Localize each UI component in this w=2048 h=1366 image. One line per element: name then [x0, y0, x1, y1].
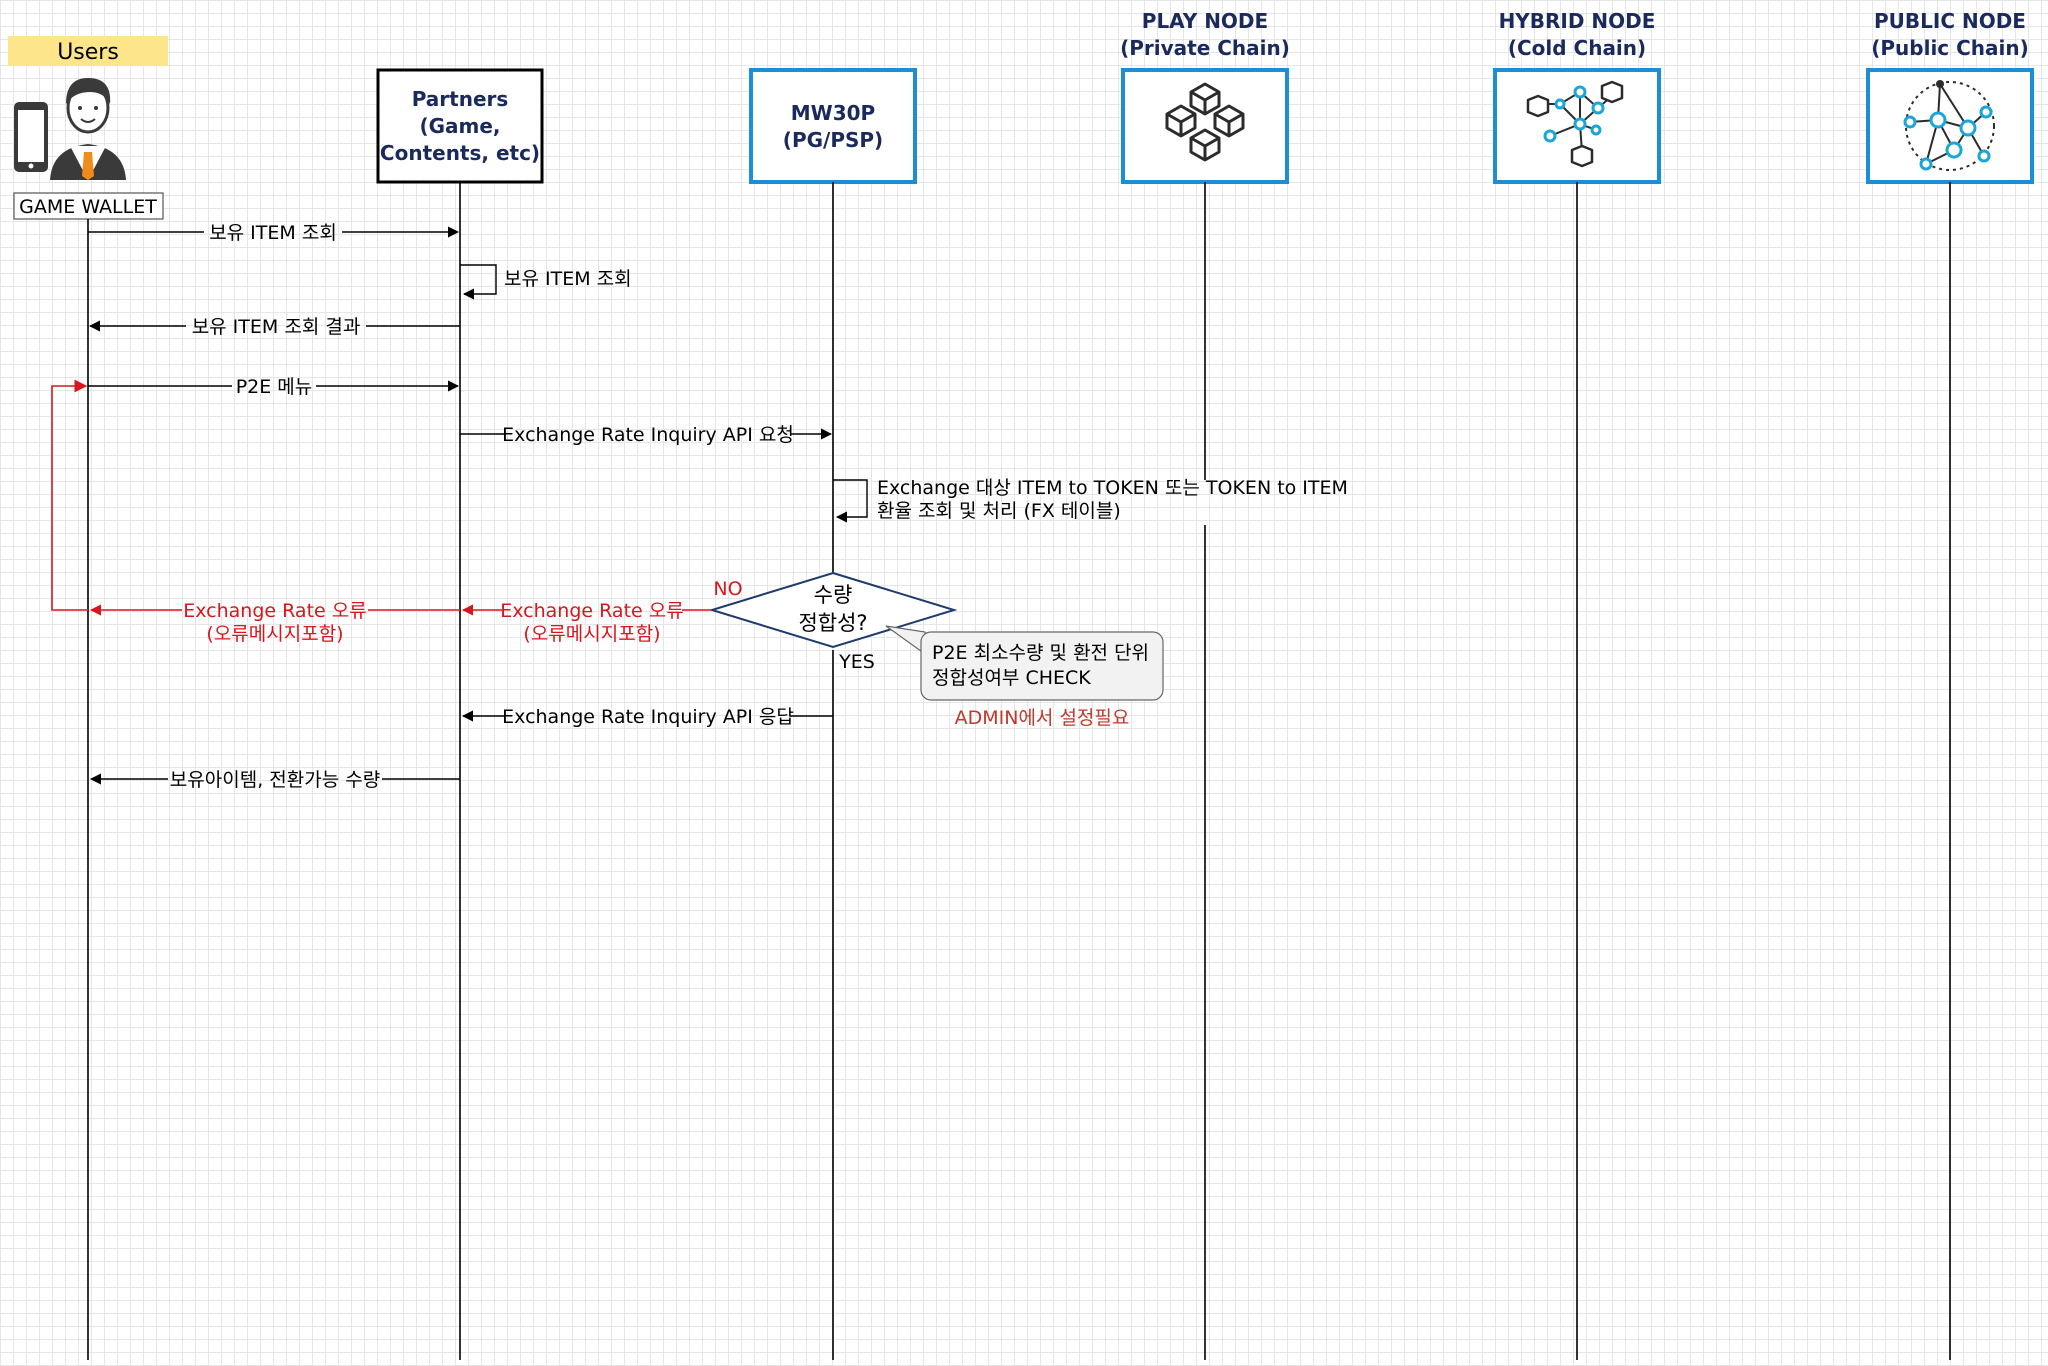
partners-participant: Partners (Game, Contents, etc) — [376, 68, 544, 184]
decision-label-line: 정합성? — [798, 611, 867, 635]
message-m2: 보유 ITEM 조회 — [460, 264, 632, 300]
play-node-heading: PLAY NODE — [1142, 9, 1268, 33]
message-label: 보유 ITEM 조회 결과 — [192, 316, 361, 338]
public-node-heading: PUBLIC NODE — [1874, 9, 2026, 33]
message-label: P2E 메뉴 — [236, 376, 313, 398]
message-label: 보유 ITEM 조회 — [504, 268, 632, 290]
mw30p-title-line: MW30P — [791, 101, 875, 125]
message-label: 보유아이템, 전환가능 수량 — [170, 769, 380, 791]
message-label: Exchange Rate Inquiry API 응답 — [502, 706, 794, 728]
game-wallet-box — [13, 192, 164, 220]
message-label: Exchange 대상 ITEM to TOKEN 또는 TOKEN to IT… — [877, 477, 1348, 499]
game-wallet-label: GAME WALLET — [19, 196, 157, 218]
callout-text-line: P2E 최소수량 및 환전 단위 — [932, 642, 1149, 664]
public-network-icon — [1903, 80, 1995, 171]
message-label: (오류메시지포함) — [206, 623, 343, 645]
businessman-avatar-icon — [50, 78, 126, 180]
hybrid-node-heading: HYBRID NODE — [1499, 9, 1656, 33]
decision-yes-label: YES — [838, 651, 875, 673]
message-m4: P2E 메뉴 — [88, 376, 460, 398]
message-label: Exchange Rate 오류 — [500, 600, 683, 622]
mw30p-participant: MW30P (PG/PSP) — [749, 68, 917, 184]
partners-title-line: Contents, etc) — [380, 141, 540, 165]
message-m9: Exchange Rate Inquiry API 응답 — [461, 706, 833, 728]
message-label: 환율 조회 및 처리 (FX 테이블) — [877, 500, 1121, 522]
message-m5: Exchange Rate Inquiry API 요청 — [460, 424, 833, 446]
hybrid-network-icon — [1526, 80, 1624, 168]
message-m3: 보유 ITEM 조회 결과 — [88, 316, 460, 338]
partners-title-line: Partners — [412, 87, 509, 111]
hybrid-node-subheading: (Cold Chain) — [1508, 36, 1646, 60]
message-m8: Exchange Rate 오류 (오류메시지포함) — [89, 600, 460, 645]
message-m1: 보유 ITEM 조회 — [88, 222, 460, 244]
message-m6: Exchange 대상 ITEM to TOKEN 또는 TOKEN to IT… — [833, 477, 1348, 523]
lifelines — [87, 182, 1951, 1360]
play-node-participant: PLAY NODE (Private Chain) — [1120, 9, 1290, 184]
message-m10: 보유아이템, 전환가능 수량 — [89, 769, 460, 791]
users-label: Users — [57, 40, 119, 65]
decision-label-line: 수량 — [814, 583, 853, 607]
retry-loop-arrow — [51, 379, 88, 611]
play-node-box — [1121, 68, 1289, 184]
mw30p-title-line: (PG/PSP) — [783, 128, 883, 152]
blocks-icon — [1165, 82, 1245, 162]
mw30p-box — [749, 68, 917, 184]
callout-text-line: 정합성여부 CHECK — [932, 667, 1091, 689]
callout-admin-note: ADMIN에서 설정필요 — [955, 707, 1130, 729]
public-node-subheading: (Public Chain) — [1871, 36, 2029, 60]
partners-box — [376, 68, 544, 184]
message-m7: Exchange Rate 오류 (오류메시지포함) — [461, 600, 712, 645]
play-node-subheading: (Private Chain) — [1120, 36, 1290, 60]
callout-note: P2E 최소수량 및 환전 단위 정합성여부 CHECK ADMIN에서 설정필… — [885, 625, 1164, 729]
smartphone-icon — [14, 102, 48, 172]
decision-no-label: NO — [713, 578, 742, 600]
users-participant: Users GAME WALLET — [8, 36, 168, 220]
message-label: 보유 ITEM 조회 — [209, 222, 337, 244]
message-label: Exchange Rate Inquiry API 요청 — [502, 424, 794, 446]
public-node-participant: PUBLIC NODE (Public Chain) — [1866, 9, 2034, 184]
public-node-box — [1866, 68, 2034, 184]
partners-title-line: (Game, — [419, 114, 500, 138]
message-label: (오류메시지포함) — [523, 623, 660, 645]
users-label-highlight — [8, 36, 168, 66]
message-label: Exchange Rate 오류 — [183, 600, 366, 622]
hybrid-node-participant: HYBRID NODE (Cold Chain) — [1493, 9, 1661, 184]
